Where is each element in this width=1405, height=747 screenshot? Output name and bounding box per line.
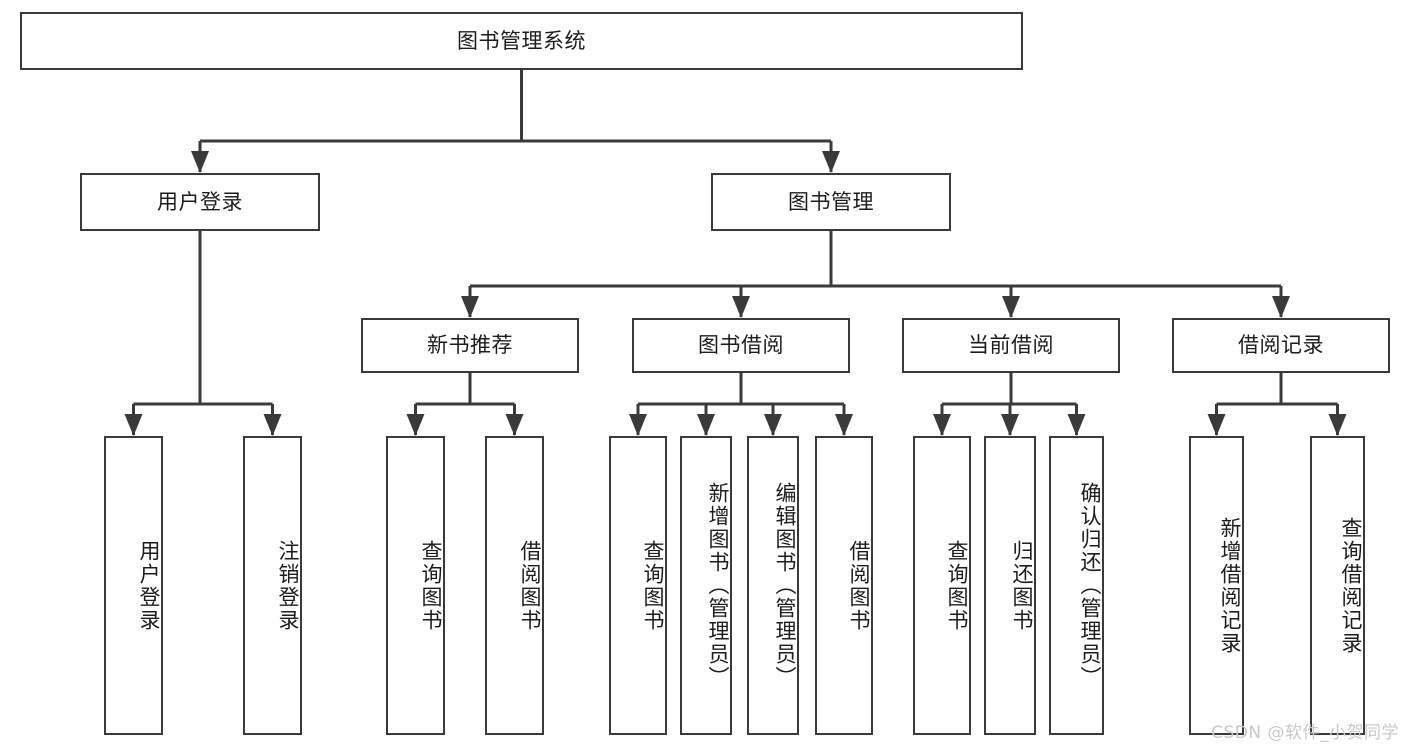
- node-records[interactable]: 借阅记录: [1172, 318, 1390, 373]
- node-borrow[interactable]: 图书借阅: [632, 318, 850, 373]
- node-l_confirm[interactable]: 确认归还（管理员）: [1049, 436, 1104, 735]
- node-l_qbook2[interactable]: 查询图书: [609, 436, 667, 735]
- node-l_logout[interactable]: 注销登录: [243, 436, 302, 735]
- node-l_qrec[interactable]: 查询借阅记录: [1310, 436, 1365, 735]
- node-l_addrec[interactable]: 新增借阅记录: [1189, 436, 1244, 735]
- node-l_editbook[interactable]: 编辑图书（管理员）: [747, 436, 799, 735]
- node-l_login[interactable]: 用户登录: [104, 436, 163, 735]
- node-l_return[interactable]: 归还图书: [984, 436, 1036, 735]
- node-bookmgmt[interactable]: 图书管理: [711, 173, 951, 231]
- node-login[interactable]: 用户登录: [80, 173, 320, 231]
- node-l_bbook2[interactable]: 借阅图书: [815, 436, 873, 735]
- node-root[interactable]: 图书管理系统: [20, 12, 1023, 70]
- node-current[interactable]: 当前借阅: [902, 318, 1120, 373]
- watermark: CSDN @软件_小贺同学: [1211, 723, 1399, 743]
- node-l_qbook1[interactable]: 查询图书: [386, 436, 445, 735]
- node-l_addbook[interactable]: 新增图书（管理员）: [680, 436, 732, 735]
- node-newbooks[interactable]: 新书推荐: [361, 318, 579, 373]
- node-l_qbook3[interactable]: 查询图书: [913, 436, 971, 735]
- node-l_bbook1[interactable]: 借阅图书: [485, 436, 544, 735]
